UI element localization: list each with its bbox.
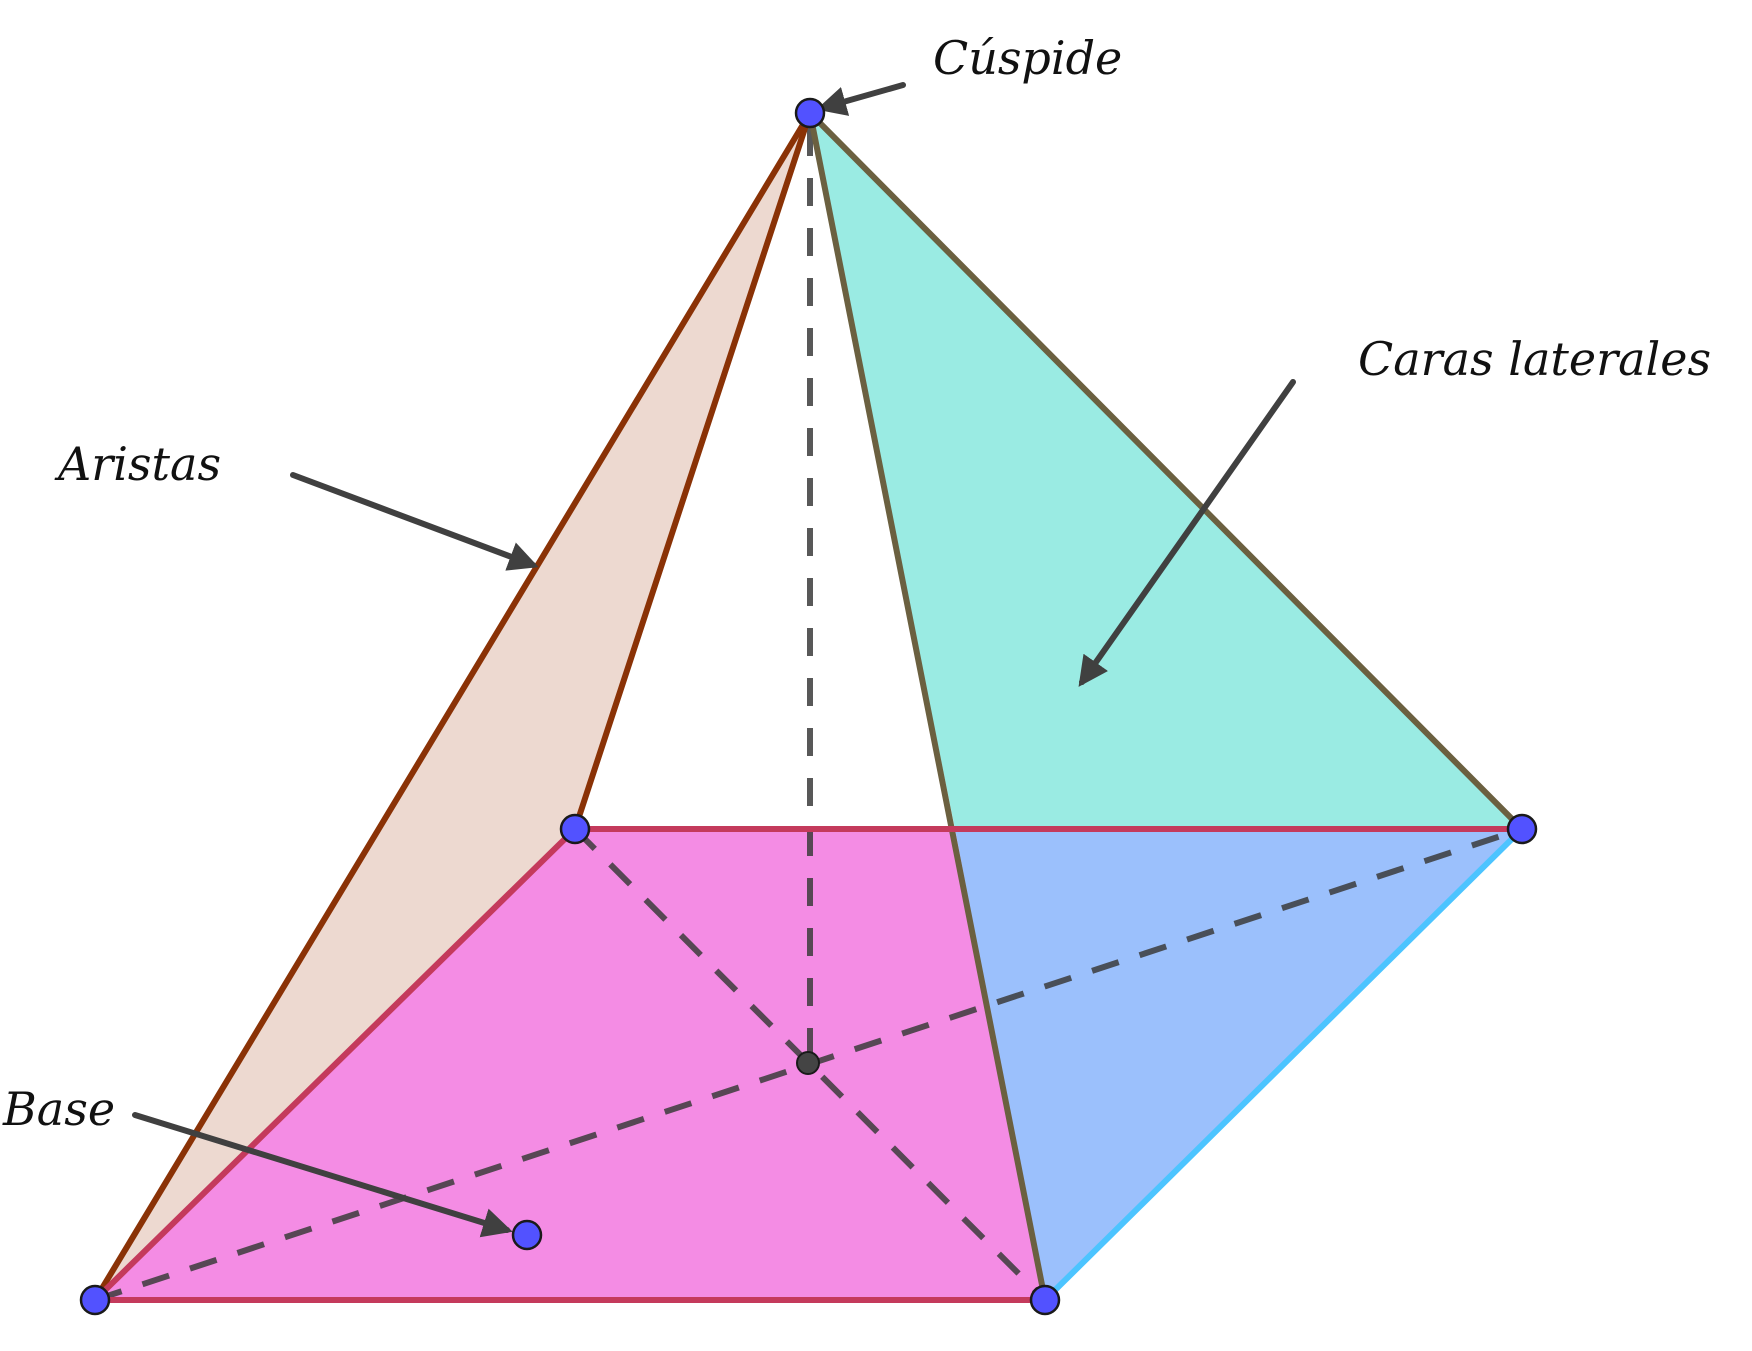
base-arrow — [132, 1112, 513, 1238]
edge-apex-front-left — [572, 110, 813, 832]
base-point — [511, 1219, 543, 1251]
vertex-back-left — [559, 813, 591, 845]
lateral-faces-label: Caras laterales — [1358, 332, 1711, 386]
base-label: Base — [2, 1082, 115, 1136]
apex-vertex — [794, 97, 826, 129]
apex-label: Cúspide — [933, 31, 1122, 85]
edge-base-left — [92, 826, 578, 1303]
front-right-face — [955, 829, 1522, 1300]
center-point — [796, 1051, 820, 1075]
edge-apex-front-right — [807, 110, 1048, 1303]
edges-label: Aristas — [54, 437, 221, 491]
edge-base-right — [1042, 826, 1525, 1303]
edge-apex-back-left — [92, 110, 813, 1303]
diagonal-dashed-line-1 — [572, 826, 1048, 1303]
apex-arrow — [816, 82, 906, 116]
lateral-faces-arrow — [1078, 379, 1296, 687]
edges-arrow — [290, 472, 539, 571]
vertex-front-left — [79, 1284, 111, 1316]
edge-apex-right — [807, 110, 1525, 832]
vertex-front-right — [1029, 1284, 1061, 1316]
vertex-right — [1506, 813, 1538, 845]
